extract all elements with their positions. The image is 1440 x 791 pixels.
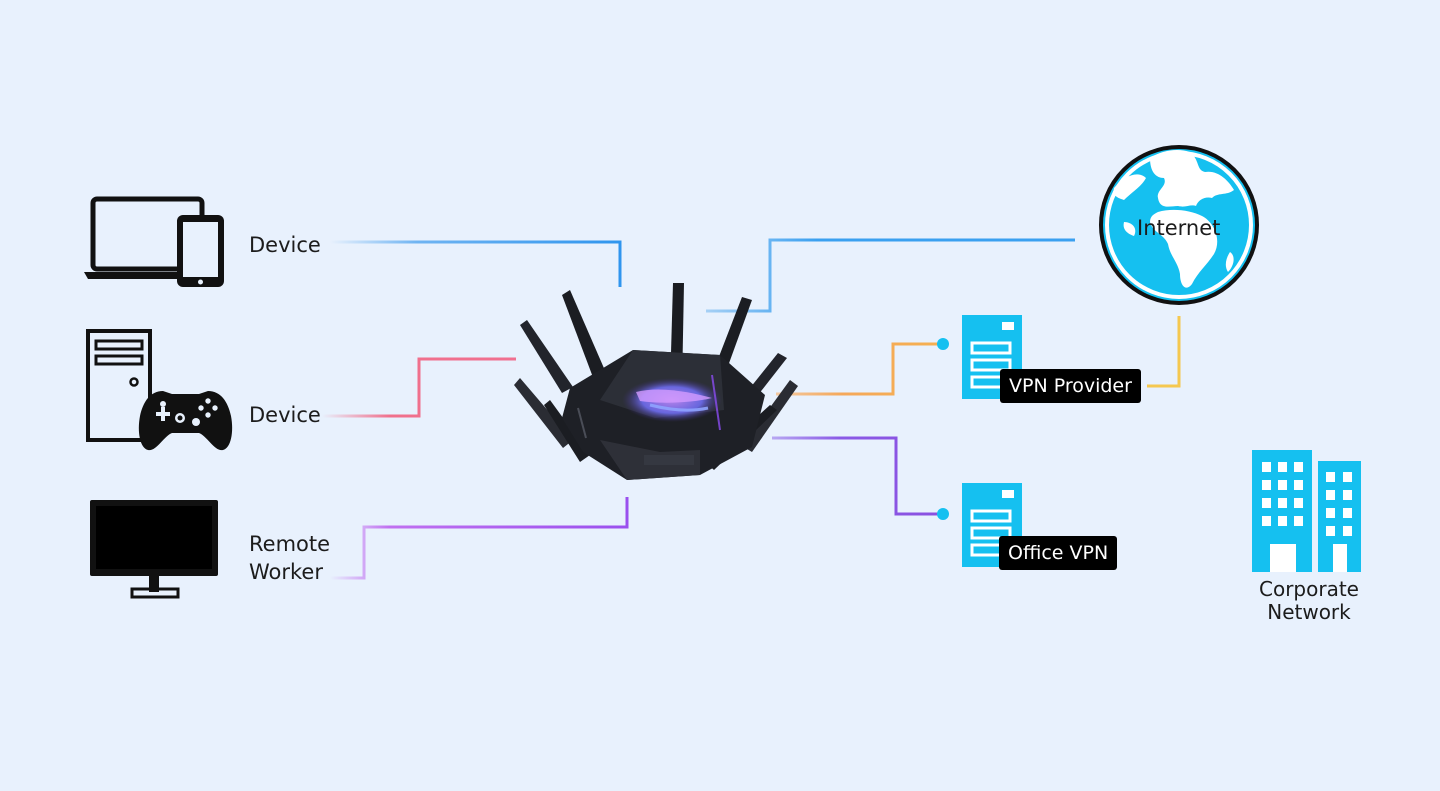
internet-label: Internet <box>1137 216 1221 240</box>
line-router-to-office-vpn <box>772 436 942 516</box>
laptop-tablet-icon <box>84 196 224 287</box>
connector-dot-vpn-provider <box>937 338 949 350</box>
line-router-to-internet <box>706 238 1075 313</box>
desktop-gamepad-icon <box>86 329 233 451</box>
line-remote-worker-to-router <box>330 497 629 580</box>
router-icon <box>514 283 798 480</box>
corporate-network-label-line1: Corporate <box>1259 577 1359 601</box>
connector-dot-office-vpn <box>937 508 949 520</box>
monitor-icon <box>90 500 218 599</box>
line-device-1-to-router <box>330 240 622 287</box>
device-2-label: Device <box>249 403 321 427</box>
device-1-label: Device <box>249 233 321 257</box>
remote-worker-label-line1: Remote <box>249 532 331 556</box>
globe-icon <box>1099 145 1259 305</box>
office-buildings-icon <box>1252 450 1361 572</box>
line-vpn-provider-to-internet <box>1147 316 1181 388</box>
office-vpn-tag: Office VPN <box>999 536 1118 570</box>
corporate-network-label-line2: Network <box>1267 600 1351 624</box>
vpn-provider-tag: VPN Provider <box>1000 369 1141 403</box>
remote-worker-label-line2: Worker <box>249 560 323 584</box>
line-router-to-vpn-provider <box>776 342 942 396</box>
line-device-2-to-router <box>322 357 516 418</box>
